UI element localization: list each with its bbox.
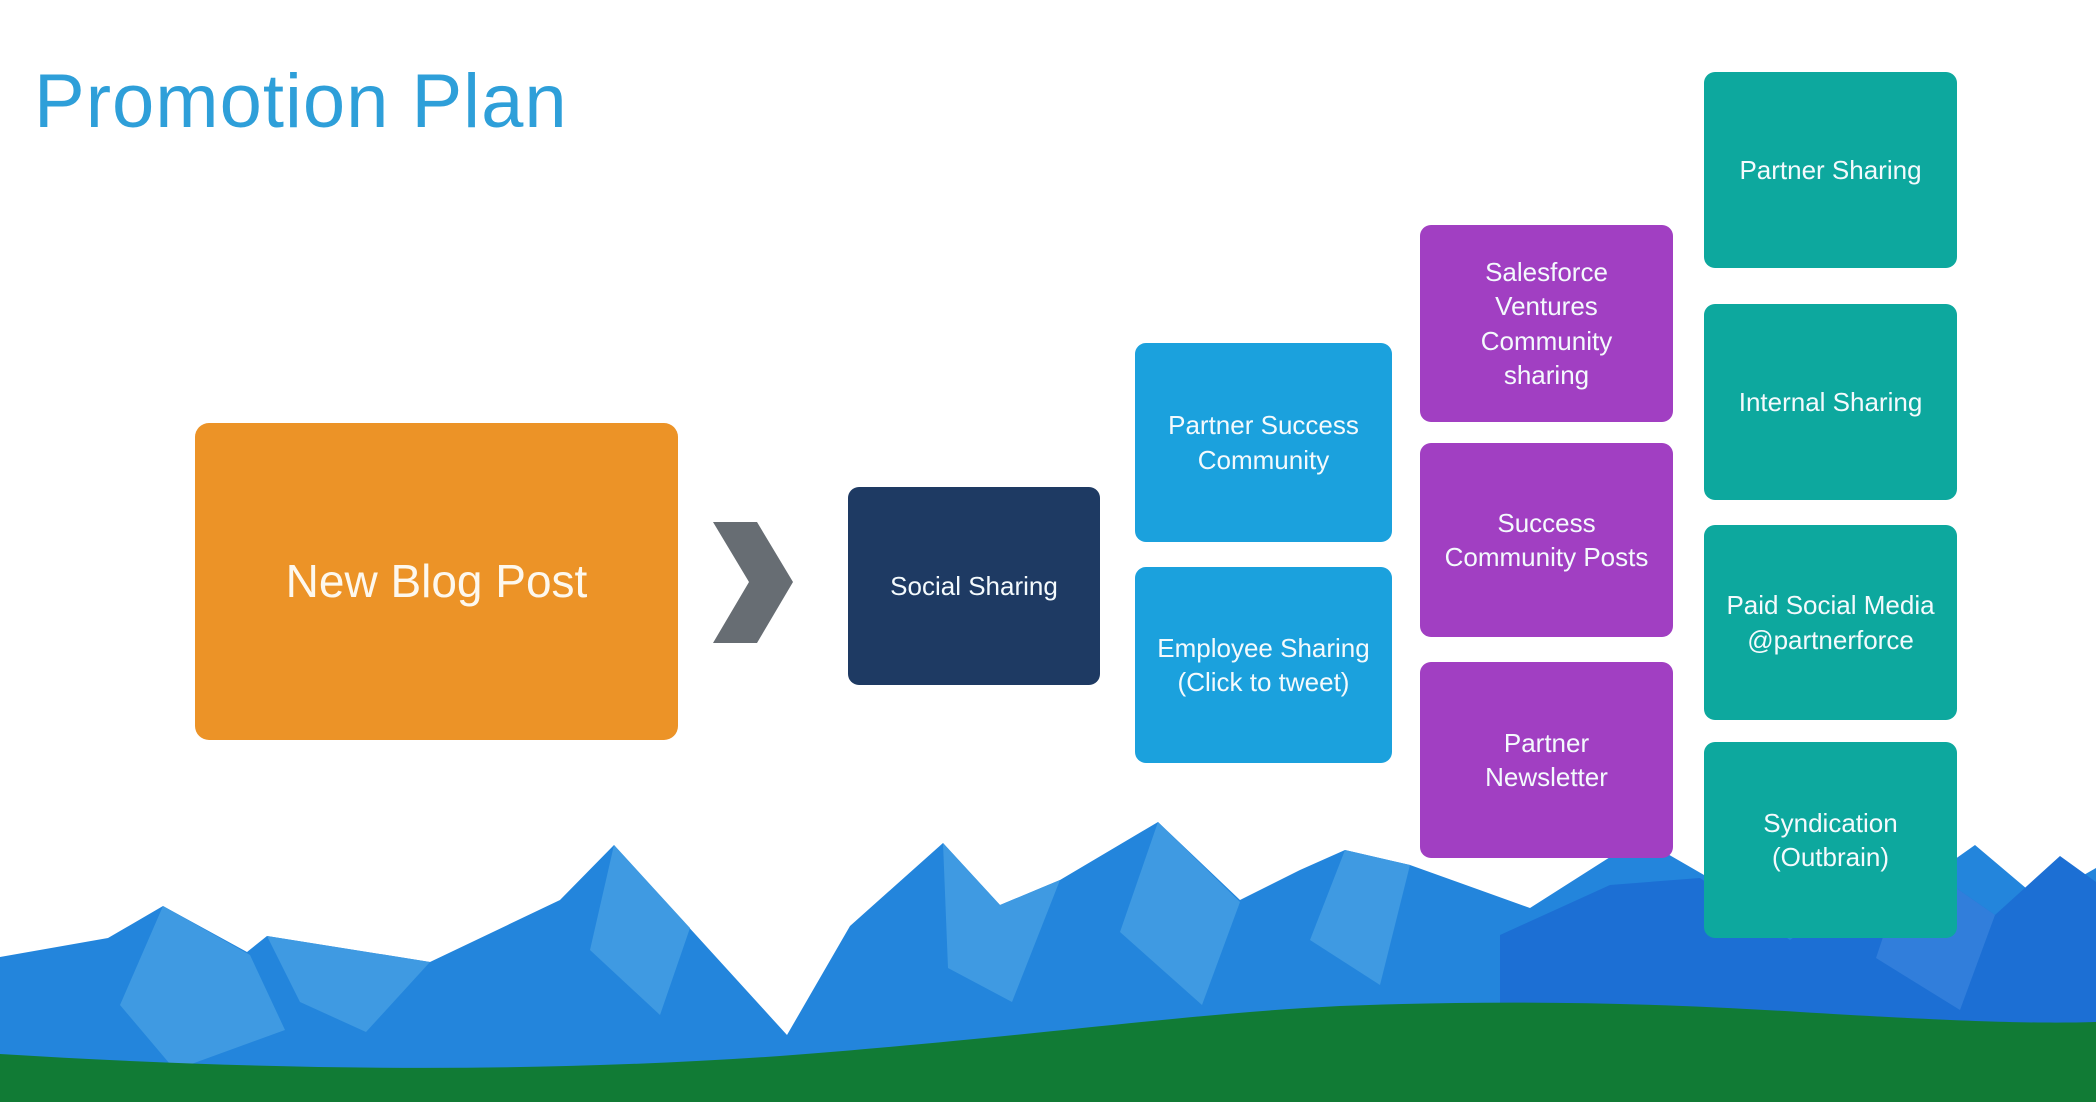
node-internal-sharing: Internal Sharing bbox=[1704, 304, 1957, 500]
node-social-sharing: Social Sharing bbox=[848, 487, 1100, 685]
node-partner-success-community: Partner Success Community bbox=[1135, 343, 1392, 542]
node-syndication-outbrain: Syndication (Outbrain) bbox=[1704, 742, 1957, 938]
node-partner-sharing: Partner Sharing bbox=[1704, 72, 1957, 268]
chevron-right-icon bbox=[713, 522, 793, 643]
node-salesforce-ventures-community-sharing: Salesforce Ventures Community sharing bbox=[1420, 225, 1673, 422]
node-employee-sharing: Employee Sharing (Click to tweet) bbox=[1135, 567, 1392, 763]
node-success-community-posts: Success Community Posts bbox=[1420, 443, 1673, 637]
slide-title: Promotion Plan bbox=[34, 59, 568, 144]
node-partner-newsletter: Partner Newsletter bbox=[1420, 662, 1673, 858]
node-new-blog-post: New Blog Post bbox=[195, 423, 678, 740]
node-paid-social-media: Paid Social Media @partnerforce bbox=[1704, 525, 1957, 720]
